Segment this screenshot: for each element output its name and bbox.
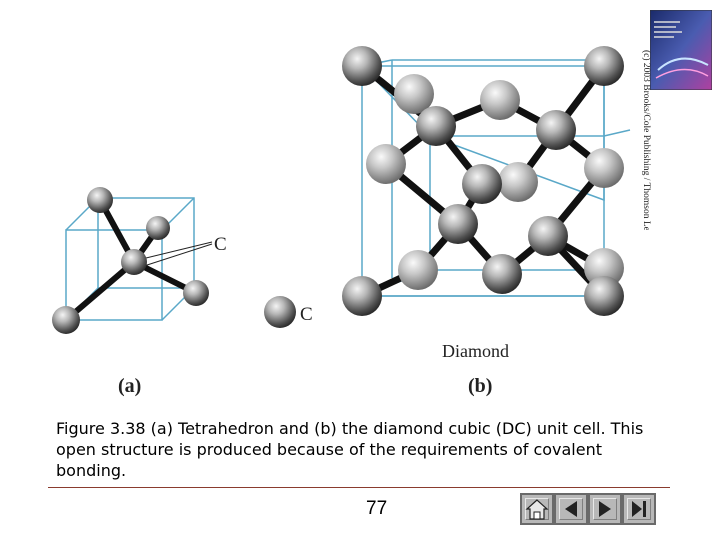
label-a: (a) (118, 375, 141, 397)
atom (462, 164, 502, 204)
back-button[interactable] (554, 493, 588, 525)
tetrahedron-label-pointers (144, 242, 212, 266)
atom (342, 276, 382, 316)
atom (536, 110, 576, 150)
atom (498, 162, 538, 202)
atom (438, 204, 478, 244)
end-icon (624, 495, 654, 523)
atom (366, 144, 406, 184)
atom (480, 80, 520, 120)
atom (183, 280, 209, 306)
atom (342, 46, 382, 86)
diamond-cubic-diagram (342, 46, 630, 316)
figure-caption: Figure 3.38 (a) Tetrahedron and (b) the … (56, 418, 656, 481)
divider-line (48, 487, 670, 488)
forward-icon (590, 495, 620, 523)
legend-atom (264, 296, 296, 328)
label-c-tetrahedron: C (214, 234, 227, 255)
label-b: (b) (468, 375, 492, 397)
atom (584, 46, 624, 86)
atom (528, 216, 568, 256)
page-number: 77 (366, 498, 387, 520)
atom (87, 187, 113, 213)
atom (482, 254, 522, 294)
slide-navigation (520, 493, 656, 525)
tetrahedron-diagram: C (52, 187, 227, 334)
atom (584, 276, 624, 316)
label-c-legend: C (300, 304, 313, 325)
atom (121, 249, 147, 275)
atom (52, 306, 80, 334)
forward-button[interactable] (588, 493, 622, 525)
atom (416, 106, 456, 146)
atom (584, 148, 624, 188)
crystal-structure-figure: C (0, 0, 720, 410)
back-icon (556, 495, 586, 523)
end-button[interactable] (622, 493, 656, 525)
home-button[interactable] (520, 493, 554, 525)
atom (146, 216, 170, 240)
home-icon (522, 495, 552, 523)
atom (398, 250, 438, 290)
label-diamond: Diamond (442, 341, 509, 361)
